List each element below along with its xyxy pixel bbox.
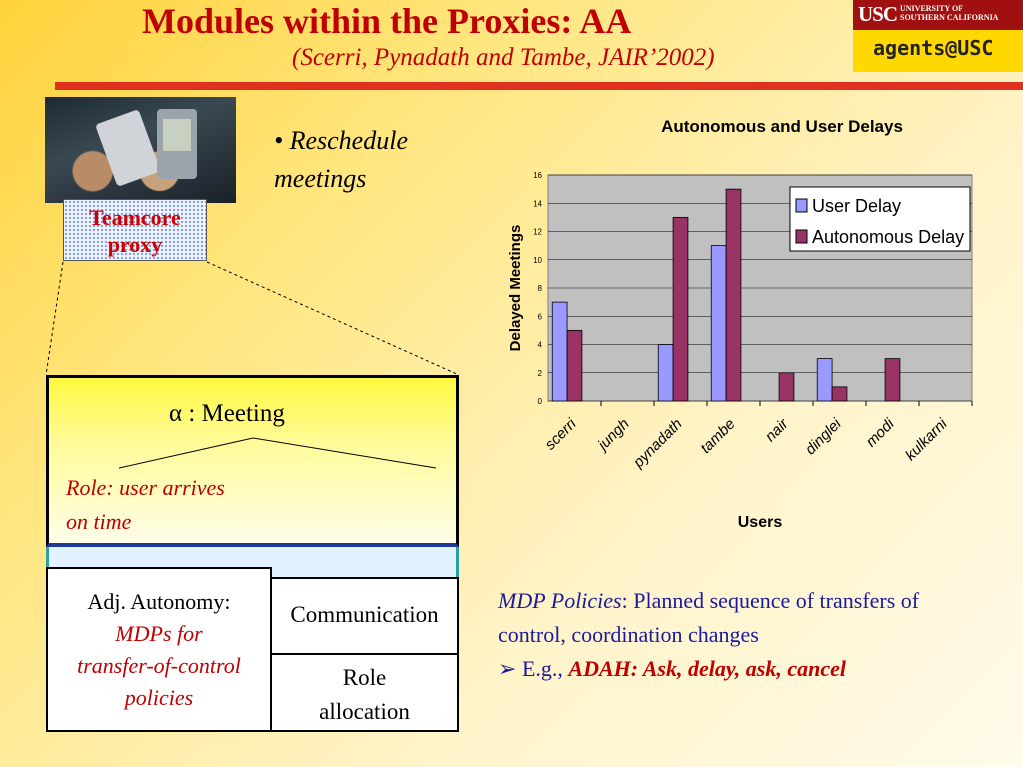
pda-screen: [163, 119, 191, 151]
tree-branch-right: [252, 437, 437, 469]
legend-label: User Delay: [812, 196, 901, 216]
usc-logo: USC UNIVERSITY OF SOUTHERN CALIFORNIA: [853, 0, 1023, 28]
role-label-line1: Role: user arrives: [66, 475, 225, 500]
adj-line4: policies: [124, 685, 194, 710]
teamcore-proxy-box: Teamcore proxy: [63, 199, 207, 261]
proxy-label-line2: proxy: [107, 232, 163, 257]
agents-logo: agents@USC: [853, 28, 1023, 72]
usc-sub-line1: UNIVERSITY OF: [900, 4, 964, 13]
role-allocation-box: Role allocation: [270, 653, 459, 732]
y-tick-label: 2: [538, 369, 543, 378]
bar-autonomous-delay-modi: [884, 358, 901, 402]
y-tick-label: 14: [533, 199, 542, 208]
usc-sub-line2: SOUTHERN CALIFORNIA: [900, 13, 999, 22]
adj-line2: MDPs for: [115, 621, 203, 646]
legend-label: Autonomous Delay: [812, 227, 964, 247]
eg-prefix: E.g.,: [521, 656, 569, 681]
bar-user-delay-dinglei: [816, 358, 833, 402]
y-tick-label: 6: [538, 312, 543, 321]
x-tick-label: dinglei: [802, 415, 845, 458]
dashed-connector-left: [45, 261, 64, 376]
x-tick-label: pynadath: [629, 415, 685, 471]
dashed-connector-right: [206, 261, 460, 376]
bar-user-delay-tambe: [710, 245, 727, 402]
role-tree-lines: [118, 437, 437, 469]
bar-user-delay-scerri: [551, 301, 568, 402]
bar-autonomous-delay-dinglei: [831, 386, 848, 402]
bar-user-delay-pynadath: [657, 344, 674, 402]
slide-title: Modules within the Proxies: AA: [142, 1, 632, 41]
bar-autonomous-delay-tambe: [725, 188, 742, 402]
adj-line1: Adj. Autonomy:: [87, 589, 231, 614]
chart-bars: [551, 188, 901, 402]
role-alloc-line2: allocation: [319, 699, 410, 724]
arrow-bullet-icon: ➢: [498, 656, 517, 681]
bar-autonomous-delay-pynadath: [672, 216, 689, 402]
tree-branch-left: [118, 437, 254, 469]
chart-title: Autonomous and User Delays: [661, 117, 903, 136]
usc-logo-text: USC: [858, 2, 898, 26]
bar-autonomous-delay-nair: [778, 372, 795, 402]
mdp-term: MDP Policies: [498, 588, 622, 613]
role-label: Role: user arrives on time: [66, 471, 306, 539]
adj-line3: transfer-of-control: [77, 653, 241, 678]
bar-autonomous-delay-scerri: [566, 329, 583, 402]
x-tick-label: nair: [762, 415, 792, 445]
x-tick-label: modi: [863, 415, 898, 450]
adjustable-autonomy-box: Adj. Autonomy: MDPs for transfer-of-cont…: [46, 567, 272, 732]
x-tick-label: tambe: [697, 415, 739, 457]
mdp-policies-text: MDP Policies: Planned sequence of transf…: [498, 584, 988, 686]
x-tick-label: kulkarni: [902, 415, 951, 464]
delays-chart: Autonomous and User Delays Delayed Meeti…: [507, 117, 973, 531]
proxy-label-line1: Teamcore: [89, 205, 181, 230]
role-label-line2: on time: [66, 509, 132, 534]
eg-example: ADAH: Ask, delay, ask, cancel: [568, 656, 847, 681]
y-tick-label: 4: [538, 341, 543, 350]
legend-swatch: [795, 198, 808, 213]
y-tick-label: 10: [533, 256, 542, 265]
y-tick-label: 0: [538, 397, 543, 406]
meeting-label: α : Meeting: [169, 400, 285, 427]
communication-box: Communication: [270, 577, 459, 655]
legend-box: [789, 186, 971, 252]
pda-photo: [45, 97, 236, 203]
x-tick-label: jungh: [593, 415, 632, 454]
chart-xlabel: Users: [738, 514, 783, 531]
chart-y-ticks: 0 2 4 6 8 10 12 14 16: [533, 171, 542, 406]
y-tick-label: 12: [533, 228, 542, 237]
meeting-role-box: α : Meeting Role: user arrives on time: [46, 375, 459, 547]
y-tick-label: 8: [538, 284, 543, 293]
title-rule: [55, 82, 1023, 90]
pda-device-left: [95, 109, 161, 187]
chart-gridlines: [548, 174, 972, 402]
x-tick-label: scerri: [542, 415, 580, 453]
y-tick-label: 16: [533, 171, 542, 180]
reschedule-bullet: • Reschedule meetings: [274, 126, 408, 193]
agents-logo-text: agents@USC: [873, 36, 994, 60]
slide-subtitle: (Scerri, Pynadath and Tambe, JAIR’2002): [292, 44, 715, 71]
mdp-definition: : Planned sequence of transfers of contr…: [498, 588, 920, 647]
legend-swatch: [795, 229, 808, 244]
chart-ylabel: Delayed Meetings: [507, 225, 524, 352]
usc-logo-subtext: UNIVERSITY OF SOUTHERN CALIFORNIA: [900, 4, 1020, 22]
role-alloc-line1: Role: [342, 665, 387, 690]
